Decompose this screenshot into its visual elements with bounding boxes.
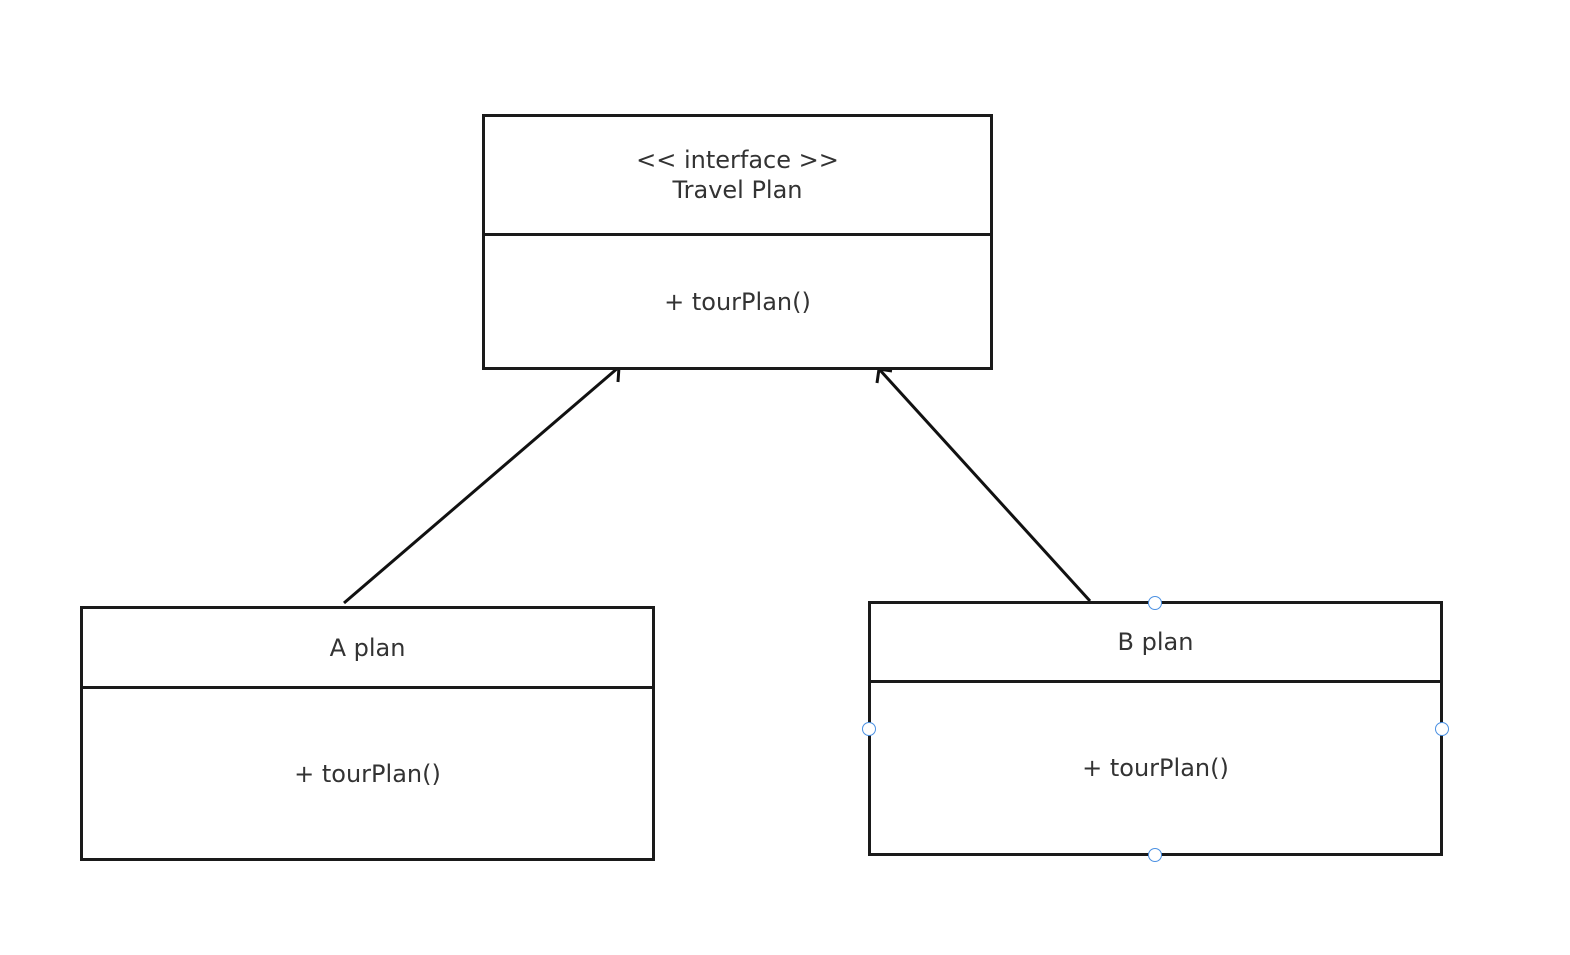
interface-stereotype: << interface >> (636, 146, 839, 174)
interface-header: << interface >> Travel Plan (485, 117, 990, 236)
class-a-plan-box[interactable]: A plan + tourPlan() (80, 606, 655, 861)
class-a-name: A plan (329, 633, 406, 662)
selection-handle-right[interactable] (1435, 722, 1449, 736)
class-b-header: B plan (871, 604, 1440, 683)
interface-travel-plan-box[interactable]: << interface >> Travel Plan + tourPlan() (482, 114, 993, 370)
selection-handle-left[interactable] (862, 722, 876, 736)
connector-b-to-interface[interactable] (877, 367, 1092, 603)
class-a-method-tourplan: + tourPlan() (294, 759, 441, 788)
interface-name: Travel Plan (672, 176, 803, 204)
connector-a-to-interface[interactable] (343, 365, 620, 605)
interface-method-tourplan: + tourPlan() (664, 287, 811, 316)
class-a-methods: + tourPlan() (83, 689, 652, 858)
selection-handle-bottom[interactable] (1148, 848, 1162, 862)
class-b-methods: + tourPlan() (871, 683, 1440, 853)
class-b-name: B plan (1117, 628, 1194, 656)
interface-methods: + tourPlan() (485, 236, 990, 367)
class-a-header: A plan (83, 609, 652, 689)
class-b-method-tourplan: + tourPlan() (1082, 754, 1229, 782)
class-b-plan-box[interactable]: B plan + tourPlan() (868, 601, 1443, 856)
selection-handle-top[interactable] (1148, 596, 1162, 610)
